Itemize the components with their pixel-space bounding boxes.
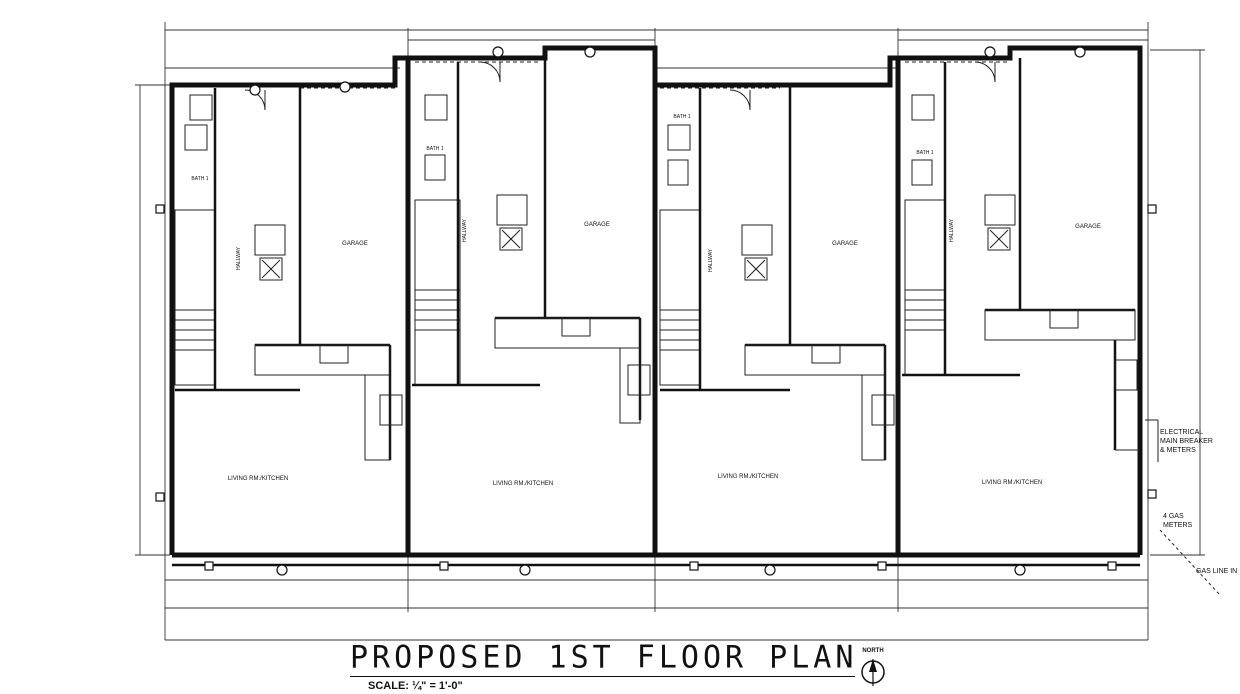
garage-label: GARAGE: [584, 222, 610, 228]
unit-4-labels: GARAGE LIVING RM./KITCHEN BATH 1 HALLWAY: [916, 150, 1100, 486]
bath-label: BATH 1: [673, 114, 690, 120]
garage-label: GARAGE: [832, 241, 858, 247]
unit-2-interior: [412, 58, 651, 424]
gas-meters-note: 4 GAS METERS: [1163, 513, 1193, 529]
hallway-label: HALLWAY: [236, 246, 242, 270]
gas-line-note: GAS LINE IN: [1196, 568, 1238, 575]
plan-title: PROPOSED 1ST FLOOR PLAN: [350, 639, 858, 676]
bath-label: BATH 1: [426, 146, 443, 152]
living-kitchen-label: LIVING RM./KITCHEN: [228, 476, 288, 482]
unit-4-interior: [902, 58, 1140, 451]
garage-label: GARAGE: [1075, 224, 1101, 230]
unit-2-labels: GARAGE LIVING RM./KITCHEN BATH 1 HALLWAY: [426, 146, 609, 487]
bath-label: BATH 1: [191, 176, 208, 182]
living-kitchen-label: LIVING RM./KITCHEN: [982, 480, 1042, 486]
north-label: NORTH: [862, 648, 884, 654]
plan-tags: [155, 46, 1157, 576]
electrical-note: ELECTRICAL MAIN BREAKER & METERS: [1160, 429, 1213, 454]
title-underline: [350, 676, 855, 677]
hallway-label: HALLWAY: [949, 218, 955, 242]
north-arrow-icon: [861, 659, 885, 686]
overall-dimensions: [135, 22, 1205, 641]
unit-1-interior: [174, 85, 403, 461]
living-kitchen-label: LIVING RM./KITCHEN: [493, 481, 553, 487]
hallway-label: HALLWAY: [708, 248, 714, 272]
plan-scale: SCALE: ¼" = 1'-0": [368, 680, 463, 692]
unit-3-labels: GARAGE LIVING RM./KITCHEN BATH 1 HALLWAY: [673, 114, 857, 480]
unit-1-labels: GARAGE LIVING RM./KITCHEN BATH 1 HALLWAY: [191, 176, 367, 482]
hallway-label: HALLWAY: [462, 218, 468, 242]
north-arrow: NORTH: [858, 648, 888, 692]
title-block: PROPOSED 1ST FLOOR PLAN SCALE: ¼" = 1'-0…: [350, 639, 870, 694]
living-kitchen-label: LIVING RM./KITCHEN: [718, 474, 778, 480]
bath-label: BATH 1: [916, 150, 933, 156]
unit-3-interior: [659, 85, 895, 461]
garage-label: GARAGE: [342, 241, 368, 247]
building-walls: [169, 45, 1143, 567]
gas-line-leader: [1159, 529, 1221, 596]
